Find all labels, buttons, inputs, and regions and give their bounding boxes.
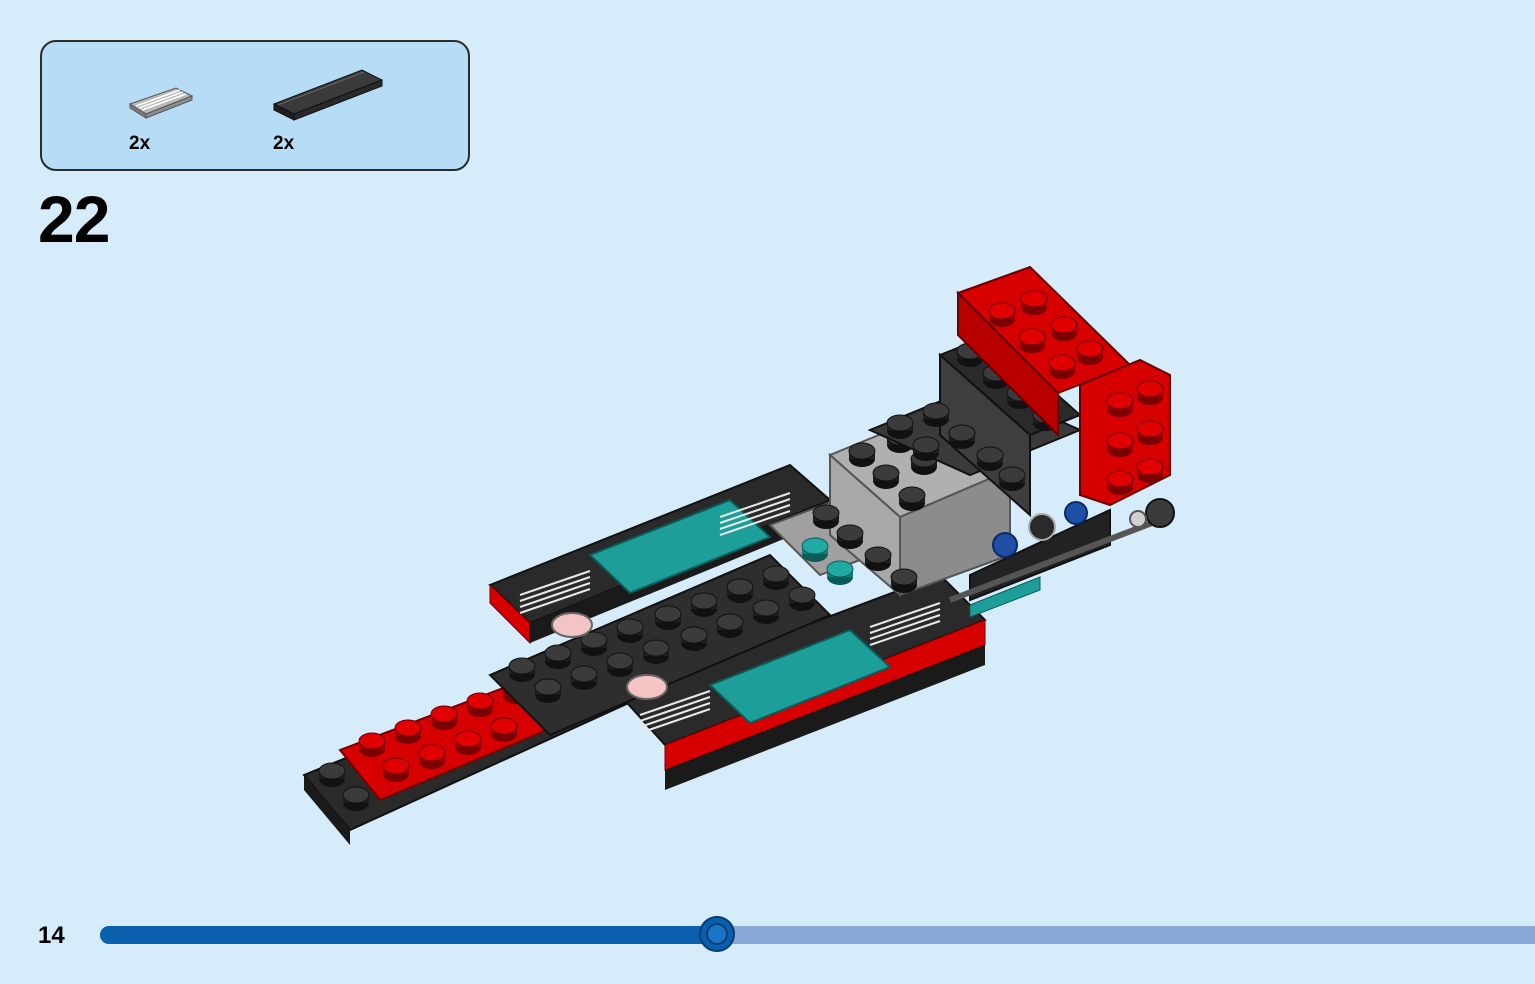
step-number: 22	[38, 182, 110, 256]
parts-needed-box: 2x 2x	[40, 40, 470, 171]
progress-fill	[100, 926, 717, 944]
progress-marker	[699, 916, 735, 952]
part-quantity: 2x	[273, 133, 295, 154]
part-quantity: 2x	[129, 133, 151, 154]
grille-tile-1x2-icon	[128, 87, 194, 119]
page-number: 14	[38, 922, 65, 949]
model-illustration	[302, 265, 1175, 845]
tile-1x4-icon	[272, 69, 384, 121]
progress-bar	[100, 916, 1535, 952]
